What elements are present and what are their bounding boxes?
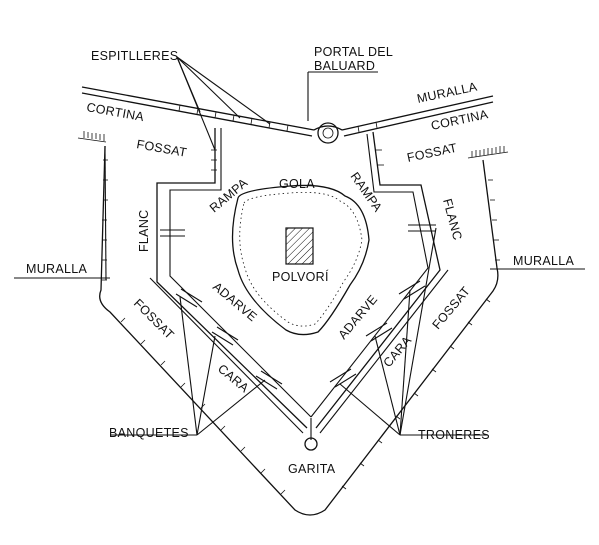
label-fossat-bottom-left: FOSSAT: [131, 296, 177, 342]
label-muralla-right: MURALLA: [513, 254, 575, 268]
powder-magazine: [285, 227, 314, 265]
label-flanc-right: FLANC: [440, 197, 465, 242]
embrasure-ticks-flanks: [211, 149, 384, 171]
bastion-gate: [307, 71, 378, 144]
moat-ticks-right-flank: [467, 146, 509, 159]
label-adarve-right: ADARVE: [336, 292, 381, 342]
embrasures-left-face: [160, 229, 283, 390]
label-adarve-left: ADARVE: [210, 280, 260, 325]
label-cortina-right: CORTINA: [430, 107, 490, 133]
right-flank-inner-wall: [310, 131, 449, 434]
label-troneres: TRONERES: [418, 428, 490, 442]
moat-ticks-left-flank: [77, 131, 107, 143]
label-cara-left: CARA: [215, 362, 252, 396]
sentry-box: [304, 418, 318, 451]
label-espitlleres: ESPITLLERES: [91, 49, 178, 63]
label-portal: PORTAL DEL: [314, 45, 393, 59]
embrasure-ticks-curtain: [178, 104, 378, 133]
label-gola: GOLA: [279, 177, 315, 191]
embrasures-right-face: [329, 224, 436, 388]
curtain-wall-right: [341, 95, 494, 137]
label-fossat-top-left: FOSSAT: [135, 137, 188, 160]
label-muralla-left: MURALLA: [26, 262, 88, 276]
leader-lines: [14, 56, 585, 436]
bastion-outer-wall: [99, 145, 499, 516]
label-banquetes: BANQUETES: [109, 426, 189, 440]
gorge-mound: [231, 184, 370, 336]
label-baluard: BALUARD: [314, 59, 375, 73]
label-fossat-top-right: FOSSAT: [406, 141, 459, 165]
label-polvori: POLVORÍ: [272, 269, 329, 284]
label-garita: GARITA: [288, 462, 336, 476]
label-flanc-left: FLANC: [137, 210, 151, 252]
label-rampa-left: RAMPA: [207, 175, 251, 215]
left-flank-inner-wall: [149, 128, 312, 434]
